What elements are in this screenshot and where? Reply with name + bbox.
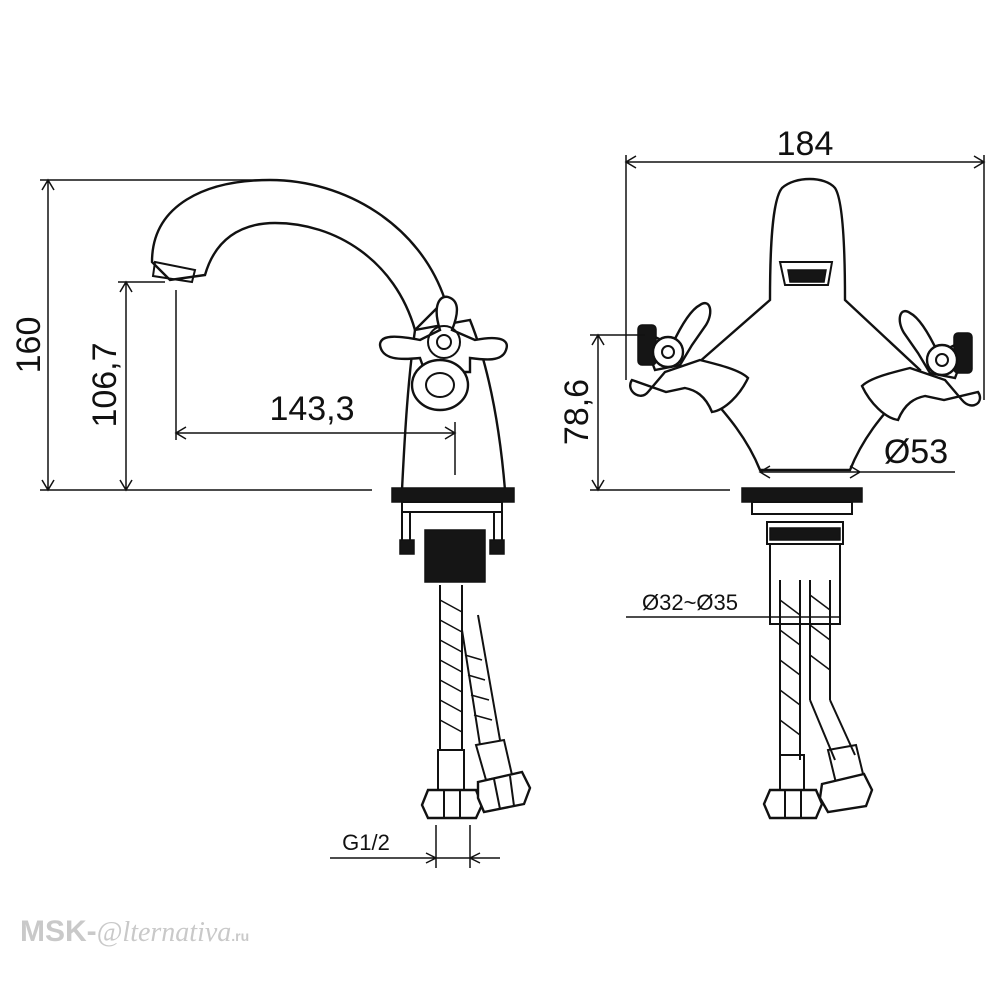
dim-line-g12 [330, 825, 500, 868]
dim-label-143-3: 143,3 [269, 390, 354, 428]
front-hex-nut-1 [762, 788, 824, 820]
watermark-logo: MSK-@lternativa.ru [20, 915, 249, 949]
front-base-plate [741, 487, 863, 503]
dim-line-78-6 [590, 333, 730, 492]
dim-label-78-6: 78,6 [558, 379, 596, 445]
side-view [40, 178, 532, 868]
watermark-suffix: lternativa [122, 917, 232, 948]
dim-line-106-7 [118, 280, 165, 492]
side-base-plate [391, 487, 515, 503]
side-hose-2 [461, 614, 501, 746]
watermark-prefix: MSK- [20, 915, 97, 948]
watermark-tld: .ru [231, 928, 250, 944]
dim-label-160: 160 [10, 317, 48, 374]
front-hex-nut-2 [818, 772, 874, 814]
side-hex-nut-1 [420, 788, 484, 820]
dim-label-g12: G1/2 [342, 830, 390, 855]
dim-label-d32-35: Ø32~Ø35 [642, 590, 738, 615]
spout-aerator [151, 260, 197, 284]
dim-line-160 [40, 178, 372, 492]
dim-line-184 [624, 155, 986, 400]
side-spout [150, 178, 447, 333]
side-handle [378, 295, 509, 412]
dim-line-143-3 [174, 290, 457, 475]
front-body [688, 177, 922, 472]
dim-line-d32-35 [626, 580, 841, 620]
front-right-handle [860, 310, 982, 422]
dim-label-184: 184 [777, 125, 834, 163]
side-hex-nut-2 [476, 770, 532, 814]
dim-label-106-7: 106,7 [86, 342, 124, 427]
side-hose-1 [439, 585, 463, 750]
front-view [590, 155, 986, 820]
side-base-ring [401, 501, 503, 513]
front-spout-outlet [778, 261, 834, 286]
watermark-at-mark: @ [96, 917, 123, 948]
dim-label-d53: Ø53 [884, 433, 948, 471]
dim-line-d53 [758, 465, 955, 479]
side-mount-nut [424, 529, 486, 583]
